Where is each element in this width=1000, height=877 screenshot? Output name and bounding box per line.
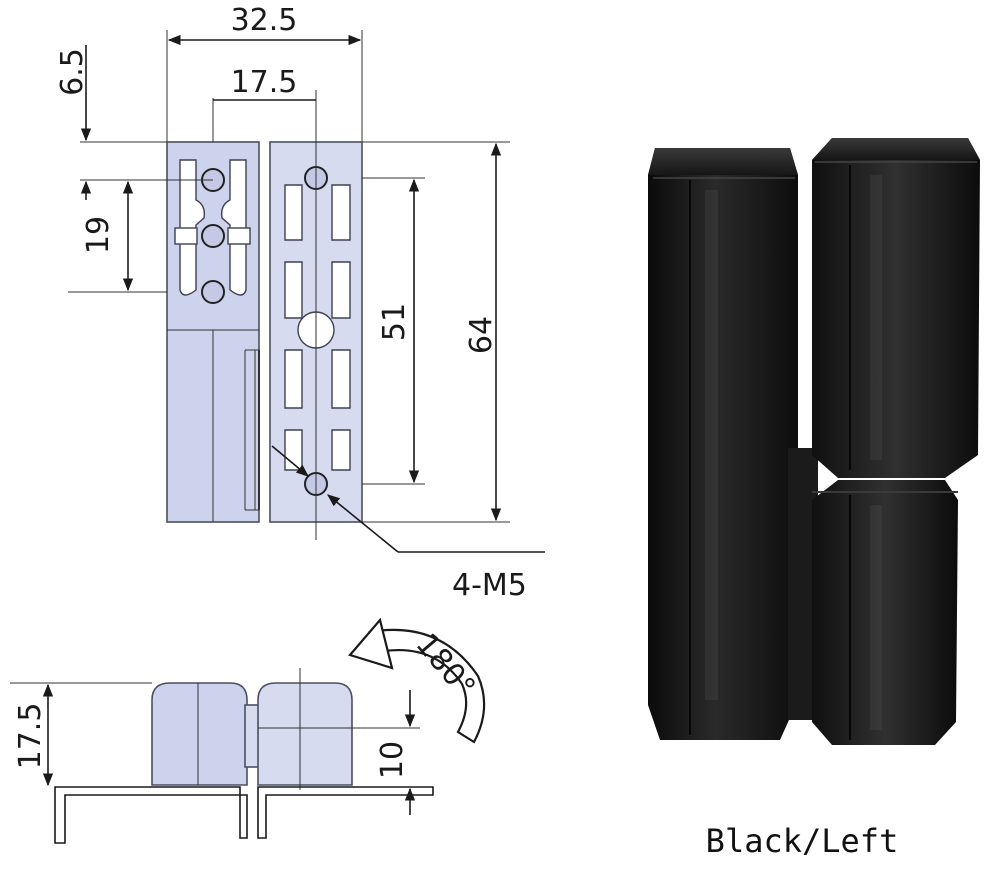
dim-pitch-large: 51 (377, 303, 412, 341)
left-knuckle (151, 682, 248, 786)
right-hinge-leaf-lower (812, 480, 958, 745)
front-view: 32.5 17.5 6.5 19 51 64 4-M5 (55, 3, 545, 603)
product-caption: Black/Left (706, 822, 899, 860)
pin-hole (201, 224, 225, 248)
dim-side-height: 17.5 (13, 703, 48, 770)
dim-top-offset: 6.5 (55, 48, 90, 96)
right-knuckle (257, 682, 353, 786)
label-screws: 4-M5 (452, 568, 527, 603)
rotation-arrow: 180° (348, 617, 486, 744)
left-hinge-leaf (648, 148, 798, 740)
screw-hole (201, 280, 225, 304)
dim-hole-spacing: 17.5 (231, 65, 298, 100)
product-photo: Black/Left (648, 138, 980, 860)
dim-pitch-small: 19 (81, 216, 116, 254)
dim-pin-height: 10 (375, 741, 410, 779)
right-hinge-leaf-upper (812, 138, 980, 478)
dim-width: 32.5 (231, 3, 298, 38)
dim-total-height: 64 (464, 316, 499, 354)
side-view: 17.5 10 180° (10, 617, 486, 844)
